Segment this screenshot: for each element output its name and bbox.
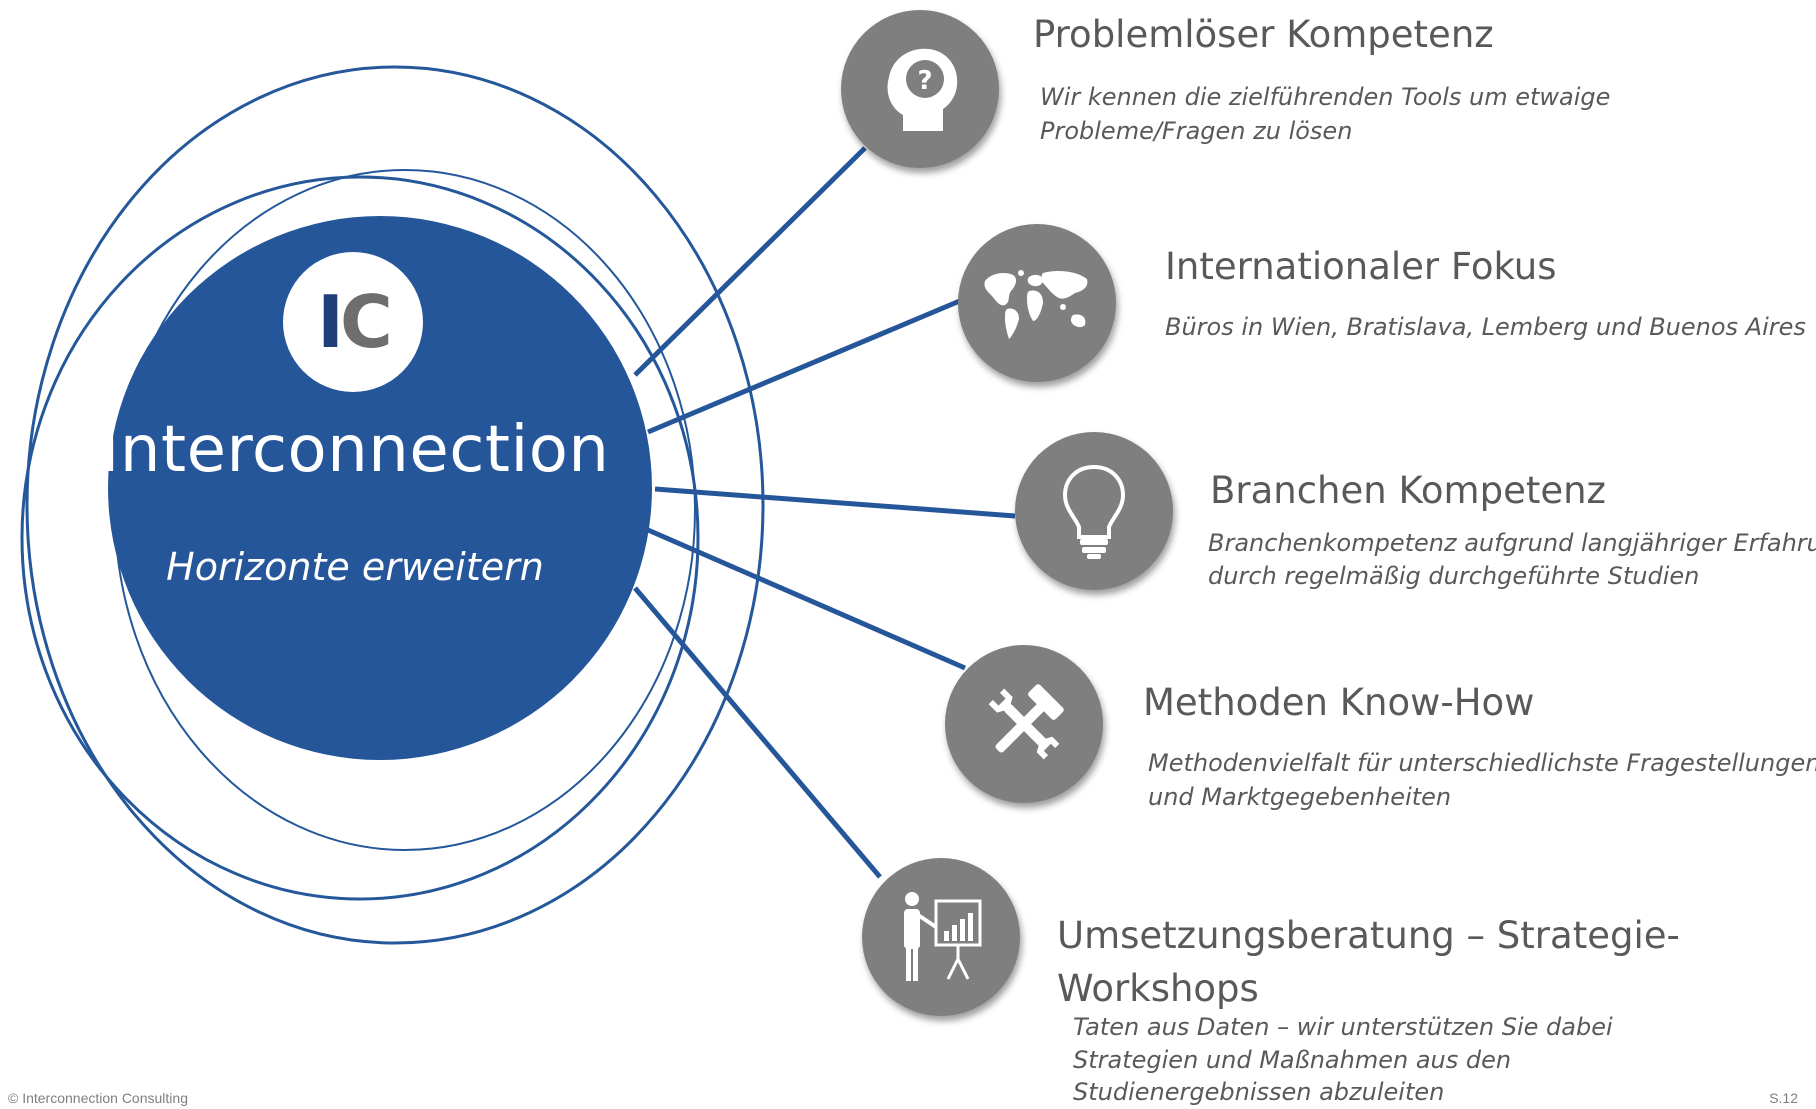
outer-ring-1 xyxy=(25,65,765,945)
light-bulb-icon xyxy=(1062,464,1126,559)
node-circle-implementation xyxy=(862,858,1020,1016)
connector-line-1 xyxy=(633,146,867,377)
node-desc-implementation-line3: Studienergebnissen abzuleiten xyxy=(1073,1078,1445,1106)
hub-title: Interconnection xyxy=(100,413,610,487)
node-desc-implementation-line2: Strategien und Maßnahmen aus den xyxy=(1073,1046,1512,1074)
head-question-icon: ? xyxy=(887,48,958,131)
presentation-icon xyxy=(904,892,982,981)
hub-circle xyxy=(108,216,652,760)
connector-line-2 xyxy=(647,297,963,435)
interconnection-logo: IC xyxy=(283,252,423,392)
svg-text:?: ? xyxy=(917,66,932,96)
footer-copyright: © Interconnection Consulting xyxy=(8,1090,188,1106)
node-desc-methods-line1: Methodenvielfalt für unterschiedlichste … xyxy=(1148,749,1816,777)
node-desc-international-line1: Büros in Wien, Bratislava, Lemberg und B… xyxy=(1165,313,1806,341)
connector-line-4 xyxy=(647,527,966,671)
world-map-icon xyxy=(984,270,1088,339)
node-desc-problem-solving-line2: Probleme/Fragen zu lösen xyxy=(1040,117,1353,145)
hub-subtitle: Horizonte erweitern xyxy=(166,545,544,589)
footer-page-number: S.12 xyxy=(1769,1090,1798,1106)
connector-line-3 xyxy=(654,486,1016,519)
node-title-international: Internationaler Fokus xyxy=(1165,245,1557,288)
outer-ring-2 xyxy=(20,175,700,901)
node-desc-problem-solving-line1: Wir kennen die zielführenden Tools um et… xyxy=(1040,83,1611,111)
connector-line-5 xyxy=(633,586,882,879)
node-desc-industry-line2: durch regelmäßig durchgeführte Studien xyxy=(1208,562,1700,590)
node-circle-methods xyxy=(945,645,1103,803)
logo-wordmark: IC xyxy=(317,280,393,364)
node-title-implementation-line2: Workshops xyxy=(1057,967,1259,1010)
node-title-methods: Methoden Know-How xyxy=(1143,681,1535,724)
tools-icon xyxy=(988,684,1064,760)
node-circle-international xyxy=(958,224,1116,382)
node-title-implementation-line1: Umsetzungsberatung – Strategie- xyxy=(1057,914,1680,957)
node-circle-industry xyxy=(1015,432,1173,590)
node-circle-problem-solving: ? xyxy=(841,10,999,168)
node-desc-industry-line1: Branchenkompetenz aufgrund langjähriger … xyxy=(1208,529,1816,557)
node-desc-implementation-line1: Taten aus Daten – wir unterstützen Sie d… xyxy=(1073,1013,1613,1041)
node-title-industry: Branchen Kompetenz xyxy=(1210,469,1606,512)
node-title-problem-solving: Problemlöser Kompetenz xyxy=(1033,13,1494,56)
node-desc-methods-line2: und Marktgegebenheiten xyxy=(1148,783,1452,811)
